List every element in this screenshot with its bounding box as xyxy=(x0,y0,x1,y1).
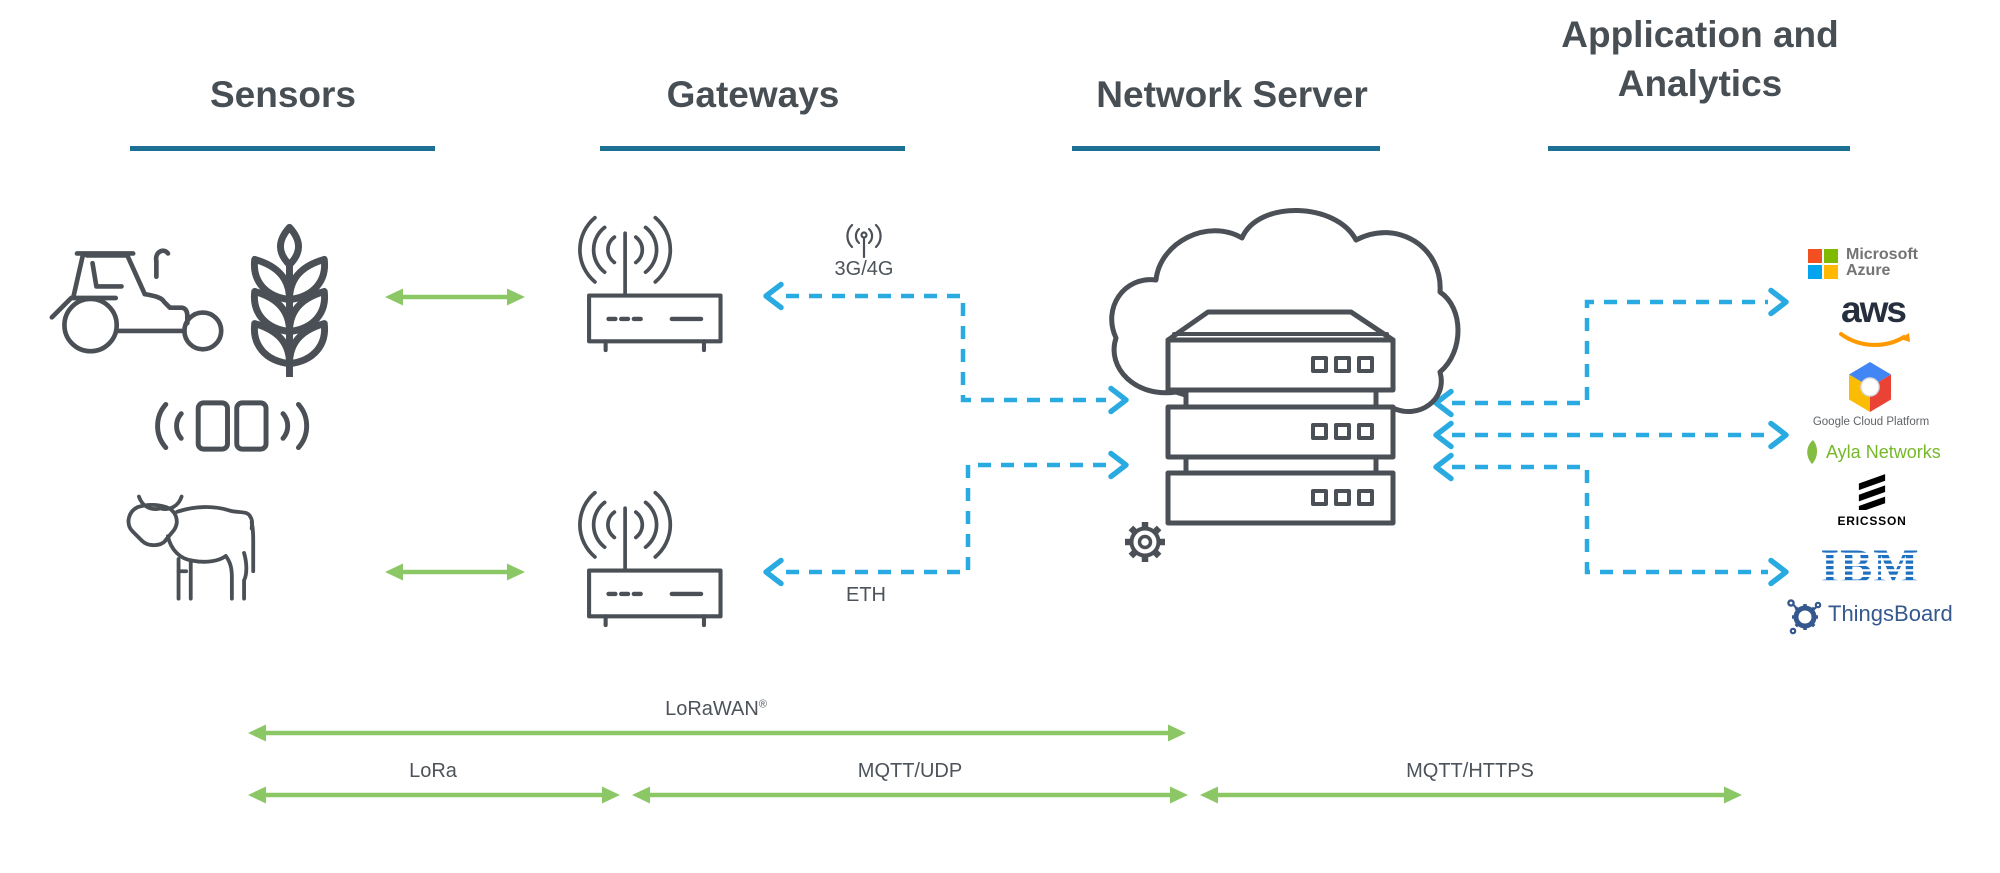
wheat-icon xyxy=(250,223,329,377)
label-mqtt-udp: MQTT/UDP xyxy=(857,760,963,782)
underline-network-server xyxy=(1072,146,1380,151)
link-gateway1-server xyxy=(786,293,1106,403)
heading-sensors: Sensors xyxy=(209,74,357,115)
label-cellular: 3G/4G xyxy=(834,258,894,280)
arrow-lora xyxy=(248,786,620,804)
gear-icon xyxy=(1125,522,1165,562)
label-lora: LoRa xyxy=(409,760,457,782)
cloud-server-icon xyxy=(1109,208,1461,562)
thingsboard-gear-icon xyxy=(1787,599,1822,635)
gateway-icon xyxy=(578,215,723,353)
heading-applications: Application and Analytics xyxy=(1561,14,1839,104)
heading-gateways: Gateways xyxy=(666,74,840,115)
ericsson-label: ERICSSON xyxy=(1837,514,1907,528)
registered-mark: ® xyxy=(758,698,767,711)
server-leds xyxy=(1311,356,1374,506)
gateway-icon xyxy=(578,490,723,628)
cow-icon xyxy=(126,494,256,601)
azure-word: Azure xyxy=(1846,262,1891,279)
microsoft-azure-label: Microsoft Azure xyxy=(1846,247,1918,279)
ericsson-bars-icon xyxy=(1858,474,1886,510)
underline-sensors xyxy=(130,146,435,151)
ibm-text: IBM xyxy=(1821,544,1920,588)
server-unit xyxy=(1165,337,1396,393)
arrow-lorawan xyxy=(248,724,1186,742)
rfid-tags-icon xyxy=(155,400,310,452)
cellular-antenna-icon xyxy=(846,224,882,258)
link-server-azure-aws xyxy=(1452,299,1768,406)
ibm-logo: IBM xyxy=(1821,544,1920,588)
label-ethernet: ETH xyxy=(846,584,886,606)
label-mqtt-https: MQTT/HTTPS xyxy=(1406,760,1534,782)
dashed-arrowheads xyxy=(763,281,1789,587)
thingsboard-label: ThingsBoard xyxy=(1828,601,1953,626)
label-lorawan: LoRaWAN® xyxy=(665,698,767,721)
ayla-leaf-icon xyxy=(1807,440,1818,464)
microsoft-logo-icon xyxy=(1808,249,1838,279)
arrow-mqtt-udp xyxy=(632,786,1188,804)
arrow-mqtt-https xyxy=(1200,786,1742,804)
underline-gateways xyxy=(600,146,905,151)
dashed-links xyxy=(763,281,1789,587)
ayla-label: Ayla Networks xyxy=(1826,442,1941,462)
gcp-label: Google Cloud Platform xyxy=(1812,416,1930,428)
tractor-icon xyxy=(49,248,224,354)
aws-smile-icon xyxy=(1839,332,1910,347)
aws-logo: aws xyxy=(1841,289,1907,330)
link-gateway2-server xyxy=(786,462,1106,575)
arrow-sensors-gateway2 xyxy=(385,563,525,581)
gcp-hexagon-icon xyxy=(1849,362,1891,412)
server-unit xyxy=(1165,470,1396,526)
green-arrows xyxy=(248,288,1742,804)
lorawan-text: LoRaWAN xyxy=(665,698,759,720)
link-server-ibm xyxy=(1452,464,1768,575)
heading-network-server: Network Server xyxy=(1096,74,1368,115)
underline-applications xyxy=(1548,146,1850,151)
server-unit xyxy=(1165,404,1396,460)
arrow-sensors-gateway1 xyxy=(385,288,525,306)
microsoft-word: Microsoft xyxy=(1846,246,1918,263)
